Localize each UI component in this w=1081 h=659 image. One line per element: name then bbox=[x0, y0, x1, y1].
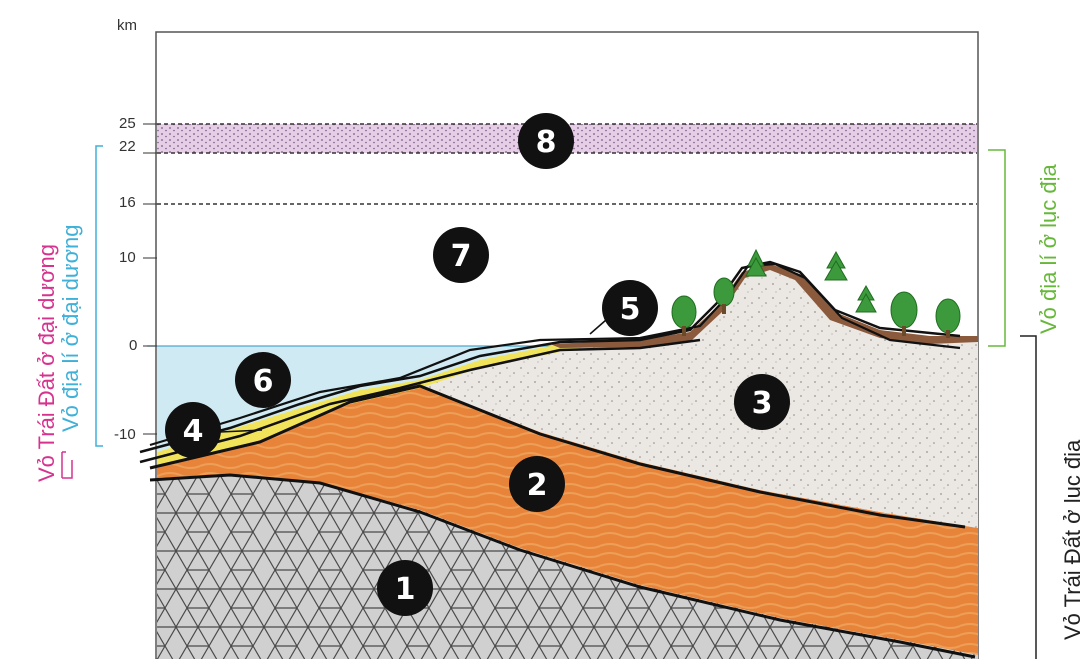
marker-2-label: 2 bbox=[527, 468, 548, 503]
oceanic-geo-bracket bbox=[96, 146, 103, 446]
marker-7: 7 bbox=[433, 227, 489, 283]
marker-7-label: 7 bbox=[451, 239, 472, 274]
marker-6-label: 6 bbox=[253, 364, 274, 399]
tick-label-16: 16 bbox=[119, 194, 136, 211]
oceanic-geo-label: Vỏ địa lí ở đại dương bbox=[58, 225, 83, 432]
tick-label-25: 25 bbox=[119, 115, 136, 132]
marker-2: 2 bbox=[509, 456, 565, 512]
marker-4-label: 4 bbox=[183, 414, 204, 449]
oceanic-crust-label: Vỏ Trái Đất ở đại dương bbox=[34, 244, 59, 482]
marker-5-label: 5 bbox=[620, 292, 641, 327]
marker-8-label: 8 bbox=[536, 125, 557, 160]
tick-label-minus10: -10 bbox=[114, 426, 136, 443]
axis-ticks: 25 22 16 10 0 -10 bbox=[114, 115, 157, 443]
marker-4: 4 bbox=[165, 402, 221, 458]
marker-3: 3 bbox=[734, 374, 790, 430]
tick-label-0: 0 bbox=[129, 337, 137, 354]
marker-8: 8 bbox=[518, 113, 574, 169]
marker-1: 1 bbox=[377, 560, 433, 616]
continental-crust-bracket bbox=[1020, 336, 1036, 659]
tick-label-22: 22 bbox=[119, 138, 136, 155]
continental-geo-bracket bbox=[988, 150, 1005, 346]
marker-1-label: 1 bbox=[395, 572, 416, 607]
axis-unit-label: km bbox=[117, 17, 137, 34]
oceanic-crust-bracket bbox=[62, 452, 72, 478]
marker-6: 6 bbox=[235, 352, 291, 408]
marker-3-label: 3 bbox=[752, 386, 773, 421]
continental-geo-label: Vỏ địa lí ở lục địa bbox=[1036, 163, 1061, 334]
continental-crust-label: Vỏ Trái Đất ở lục địa bbox=[1060, 439, 1081, 640]
marker-5: 5 bbox=[602, 280, 658, 336]
tick-label-10: 10 bbox=[119, 249, 136, 266]
